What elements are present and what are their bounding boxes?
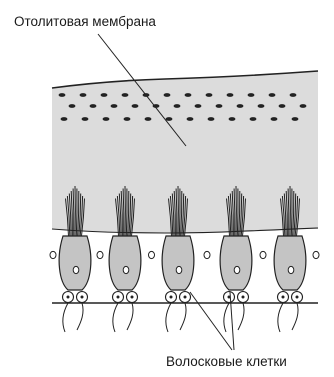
nerve-fiber [127,303,133,330]
supporting-cell-nucleus [204,251,210,258]
otoconium [164,93,171,97]
nerve-fiber [238,303,244,330]
otoconium [122,93,129,97]
otoconium [216,104,223,108]
otoconium [250,117,257,121]
supporting-cell-nucleus [149,251,155,258]
cell-nucleus [234,266,240,273]
otoconium [206,93,213,97]
otoconium [185,93,192,97]
otoconium [124,117,131,121]
supporting-cell-nucleus [260,251,266,258]
nerve-terminal-dot [242,296,245,299]
nerve-terminal-dot [296,296,299,299]
nerve-fiber [180,303,186,330]
otoconium [82,117,89,121]
cell-nucleus [288,266,294,273]
otoconium [271,117,278,121]
nerve-terminal-dot [131,296,134,299]
otoconium [174,104,181,108]
otoconium [103,117,110,121]
otoconium [111,104,118,108]
nerve-fiber [292,303,298,330]
hair-cell-body [274,236,306,290]
otoconium [208,117,215,121]
nerve-fiber [224,303,229,332]
otoconium [258,104,265,108]
otoconium [195,104,202,108]
cell-nucleus [123,266,129,273]
supporting-cell-nucleus [313,251,319,258]
otoconium [90,104,97,108]
hair-cell-body [109,236,141,290]
otoconium [69,104,76,108]
nerve-fiber [113,303,118,332]
otoconium [145,117,152,121]
nerve-fiber [166,303,171,332]
supporting-cell-nucleus [50,251,56,258]
nerve-fiber [77,303,83,330]
cell-nucleus [73,266,79,273]
otoconium [187,117,194,121]
otolithic-membrane-label: Отолитовая мембрана [14,14,156,29]
nerve-terminal-dot [81,296,84,299]
nerve-terminal-dot [67,296,70,299]
otoconium [132,104,139,108]
otoconium [290,93,297,97]
otoconium [300,104,307,108]
supporting-cell-nucleus [97,251,103,258]
otoconium [61,117,68,121]
nerve-terminal-dot [282,296,285,299]
hair-cells-label: Волосковые клетки [166,354,287,369]
otoconium [292,117,299,121]
nerve-fiber [278,303,283,332]
nerve-fiber [63,303,68,332]
hair-cell-body [162,236,194,290]
otoconium [101,93,108,97]
hair-cell-body [220,236,252,290]
otoconium [237,104,244,108]
otoconium [227,93,234,97]
otoconium [279,104,286,108]
otoconium [229,117,236,121]
otoconium [248,93,255,97]
otoconium [269,93,276,97]
otoconium [80,93,87,97]
nerve-terminal-dot [117,296,120,299]
nerve-terminal-dot [184,296,187,299]
hair-cell-body [59,236,91,290]
otoconium [59,93,66,97]
cell-nucleus [176,266,182,273]
nerve-terminal-dot [170,296,173,299]
otoconium [166,117,173,121]
